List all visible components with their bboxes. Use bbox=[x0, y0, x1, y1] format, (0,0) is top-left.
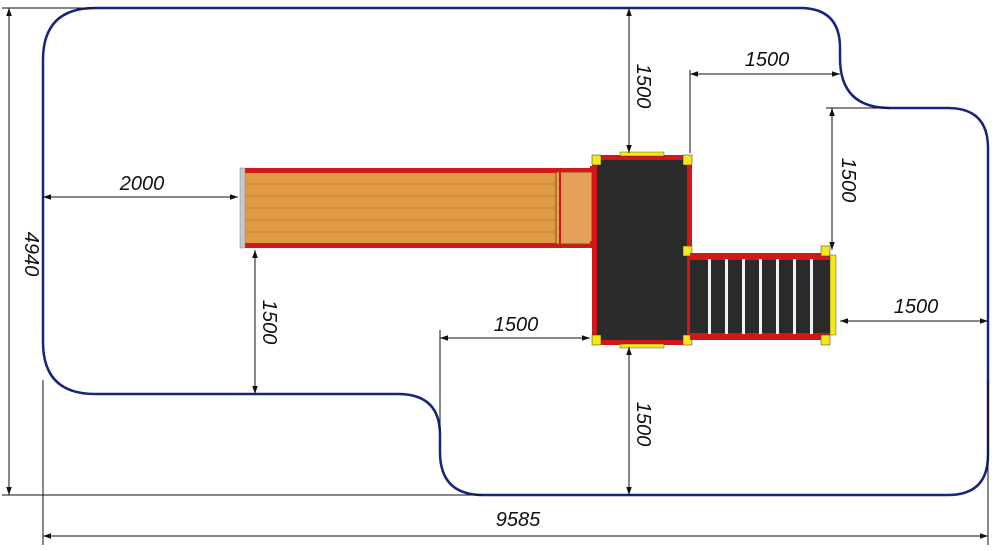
dimension-total-width: 9585 bbox=[42, 380, 989, 545]
ladder-rungs bbox=[708, 259, 813, 334]
slide-planks bbox=[243, 183, 556, 233]
ladder-rung bbox=[759, 259, 762, 334]
dimension-total-height: 4940 bbox=[2, 7, 483, 496]
tower-clearance-left-label: 1500 bbox=[494, 314, 539, 336]
tower-platform bbox=[597, 160, 687, 340]
slide-rail-bottom bbox=[243, 243, 598, 248]
dimension-ladder-clearance-right: 1500 bbox=[840, 296, 988, 324]
slide-offset-left-label: 2000 bbox=[119, 173, 165, 195]
slide-end-cap bbox=[239, 167, 246, 249]
ladder-post-top bbox=[820, 245, 831, 257]
tower-clearance-bottom-label: 1500 bbox=[632, 402, 654, 447]
slide bbox=[239, 166, 604, 249]
ladder bbox=[690, 245, 837, 346]
dimension-ladder-clearance-top-height: 1500 bbox=[826, 107, 890, 250]
ladder-rung bbox=[810, 259, 813, 334]
tower-clearance-top-label: 1500 bbox=[632, 64, 654, 109]
dimension-tower-clearance-top: 1500 bbox=[626, 8, 654, 153]
tower-rail-top bbox=[619, 151, 665, 157]
tower-post-top-left bbox=[591, 154, 602, 166]
safety-zone-outline bbox=[41, 6, 990, 497]
ladder-clearance-right-label: 1500 bbox=[894, 296, 939, 318]
tower-post-top-right bbox=[682, 154, 693, 166]
ladder-bracket bbox=[829, 254, 837, 336]
slide-clearance-below-label: 1500 bbox=[258, 300, 280, 345]
ladder-rung bbox=[793, 259, 796, 334]
ladder-rung bbox=[725, 259, 728, 334]
ladder-clearance-top-width-label: 1500 bbox=[745, 49, 790, 71]
slide-rail-top bbox=[243, 168, 598, 173]
dimension-ladder-clearance-top-width: 1500 bbox=[689, 49, 840, 153]
tower-post-mid-right bbox=[682, 245, 693, 257]
total-height-label: 4940 bbox=[20, 232, 42, 277]
ladder-rail-bottom bbox=[690, 333, 830, 340]
ladder-rung bbox=[708, 259, 711, 334]
tower-post-bottom-left bbox=[591, 334, 602, 346]
ladder-rung bbox=[742, 259, 745, 334]
tower-rail-bottom bbox=[619, 343, 665, 349]
dimension-tower-clearance-bottom: 1500 bbox=[626, 347, 654, 495]
dimension-tower-clearance-left: 1500 bbox=[439, 314, 590, 430]
ladder-rung bbox=[776, 259, 779, 334]
ladder-post-bottom bbox=[820, 334, 831, 346]
ladder-clearance-top-height-label: 1500 bbox=[837, 158, 859, 203]
slide-entry-section bbox=[555, 171, 593, 245]
dimension-slide-offset-left: 2000 bbox=[43, 173, 238, 200]
dimension-slide-clearance-below: 1500 bbox=[252, 250, 280, 394]
total-width-label: 9585 bbox=[496, 509, 541, 531]
tower bbox=[591, 151, 693, 349]
ladder-rail-top bbox=[690, 253, 830, 260]
